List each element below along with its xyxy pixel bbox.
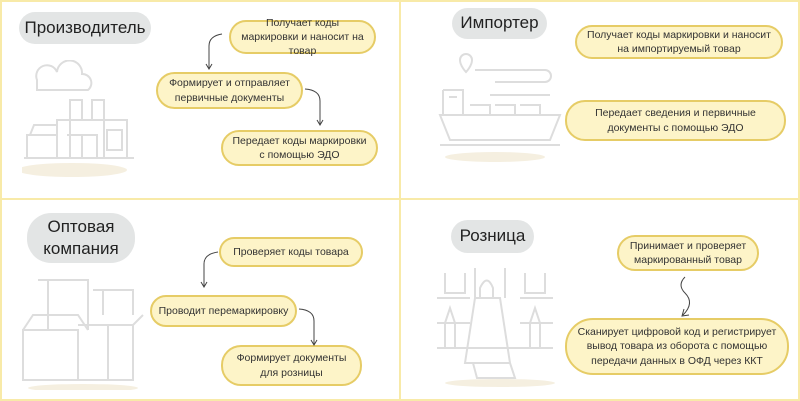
step-wholesale-1: Проверяет коды товара bbox=[219, 237, 363, 267]
title-wholesale: Оптовая компания bbox=[27, 213, 135, 263]
step-wholesale-2: Проводит перемаркировку bbox=[150, 295, 297, 327]
step-wholesale-3: Формирует документы для розницы bbox=[221, 345, 362, 386]
step-manufacturer-2: Формирует и отправляет первичные докумен… bbox=[156, 72, 303, 109]
arrow-icon bbox=[200, 251, 219, 288]
step-retail-1: Принимает и проверяет маркированный това… bbox=[617, 235, 759, 271]
divider-horizontal bbox=[0, 198, 800, 200]
title-retail: Розница bbox=[451, 220, 534, 253]
arrow-icon bbox=[304, 88, 324, 126]
step-manufacturer-3: Передает коды маркировки с помощью ЭДО bbox=[221, 130, 378, 166]
boxes-icon bbox=[22, 279, 144, 390]
step-importer-2: Передает сведения и первичные документы … bbox=[565, 100, 786, 141]
title-importer: Импортер bbox=[452, 8, 547, 39]
ship-icon bbox=[438, 53, 562, 162]
shopping-bag-icon bbox=[437, 268, 555, 387]
title-manufacturer: Производитель bbox=[19, 12, 151, 44]
arrow-icon bbox=[298, 308, 318, 346]
arrow-icon bbox=[680, 276, 690, 317]
step-retail-2: Сканирует цифровой код и регистрирует вы… bbox=[565, 318, 789, 375]
factory-icon bbox=[22, 60, 134, 177]
step-importer-1: Получает коды маркировки и наносит на им… bbox=[575, 25, 783, 59]
divider-vertical bbox=[399, 0, 401, 401]
step-manufacturer-1: Получает коды маркировки и наносит на то… bbox=[229, 17, 376, 57]
arrow-icon bbox=[205, 33, 223, 70]
